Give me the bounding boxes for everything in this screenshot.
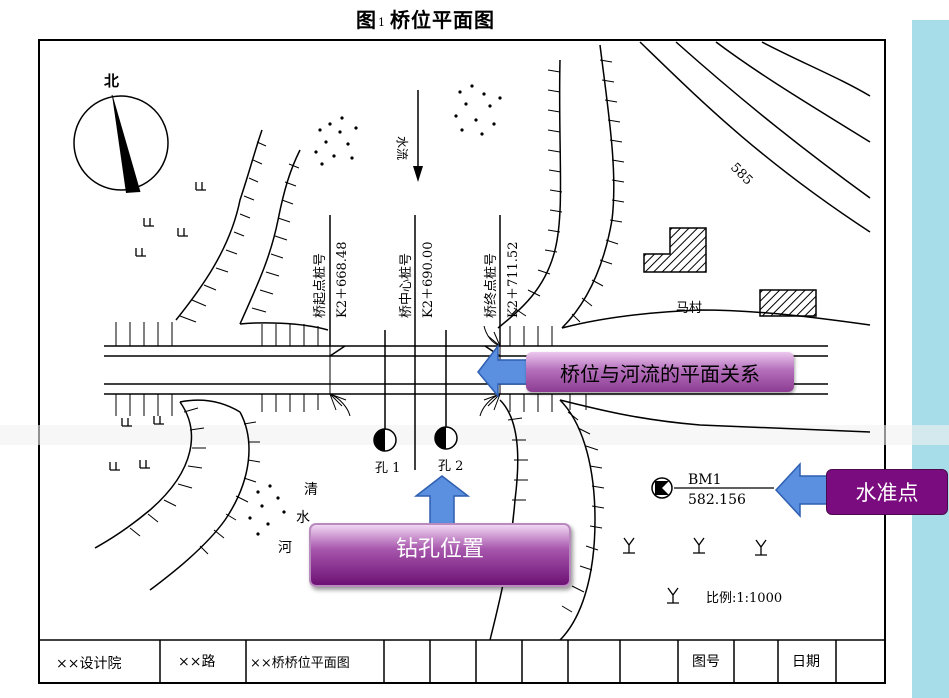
borehole-2-label: 孔 2 (438, 459, 463, 474)
scale-label: 比例:1:1000 (706, 591, 782, 606)
titleblock-drawing-name: ××桥桥位平面图 (250, 656, 350, 671)
titleblock-date: 日期 (792, 654, 820, 670)
river-name-char-2: 水 (296, 510, 310, 526)
scan-band (0, 425, 949, 445)
benchmark-name: BM1 (688, 472, 722, 488)
bank-hachures-left (179, 141, 300, 323)
north-label: 北 (104, 72, 119, 90)
bank-hachures-lower-left (129, 407, 261, 555)
village-buildings (643, 227, 817, 317)
tree-clusters (248, 84, 502, 536)
river-bank-upper-left (175, 129, 329, 331)
titleblock-institute: ××设计院 (56, 656, 121, 672)
bank-hachures-right (513, 59, 625, 323)
titleblock-drawing-no: 图号 (692, 654, 720, 670)
callout-benchmark: 水准点 (826, 469, 948, 515)
benchmark-symbol (651, 477, 774, 499)
river-bank-upper-right (497, 44, 871, 329)
stake-end-value: K2＋711.52 (506, 242, 521, 318)
stake-end-title: 桥终点桩号 (483, 253, 499, 318)
bank-hachures-lower-right (507, 411, 605, 613)
callout-borehole-position: 钻孔位置 (309, 523, 571, 587)
slide-right-strip (912, 20, 949, 698)
river-bank-lower-left (94, 399, 250, 591)
stake-start-value: K2＋668.48 (335, 242, 350, 318)
stake-center-title: 桥中心桩号 (399, 253, 414, 318)
arrow-to-boreholes (413, 475, 471, 529)
callout-bridge-river-relation: 桥位与河流的平面关系 (526, 352, 794, 392)
arrow-to-benchmark (774, 462, 829, 518)
arrow-to-bridge (477, 343, 531, 399)
callout-arrows (413, 343, 829, 529)
titleblock-road: ××路 (178, 654, 215, 670)
drawing-frame (38, 39, 886, 684)
stake-start-title: 桥起点桩号 (313, 253, 328, 318)
contour-lines (639, 41, 871, 233)
title-block (39, 639, 885, 683)
river-name-char-1: 清 (304, 482, 318, 498)
village-label: 马村 (676, 301, 702, 316)
stake-labels: 桥起点桩号 K2＋668.48 桥中心桩号 K2＋690.00 桥终点桩号 K2… (313, 242, 521, 318)
grass-symbols (109, 182, 206, 471)
benchmark-elevation: 582.156 (688, 492, 746, 508)
borehole-2-symbol (434, 426, 458, 450)
north-compass (73, 94, 169, 193)
stake-center-value: K2＋690.00 (421, 242, 436, 318)
water-flow-arrow (413, 90, 423, 182)
borehole-1-symbol (373, 428, 397, 452)
borehole-1-label: 孔 1 (375, 461, 400, 476)
water-flow-label: 水流 (395, 136, 409, 160)
river-name-char-3: 河 (278, 540, 292, 556)
contour-elevation-label: 585 (727, 160, 755, 188)
road-embankment-ticks (115, 322, 587, 416)
stake-lines (329, 215, 501, 470)
dry-field-symbols (623, 537, 767, 604)
